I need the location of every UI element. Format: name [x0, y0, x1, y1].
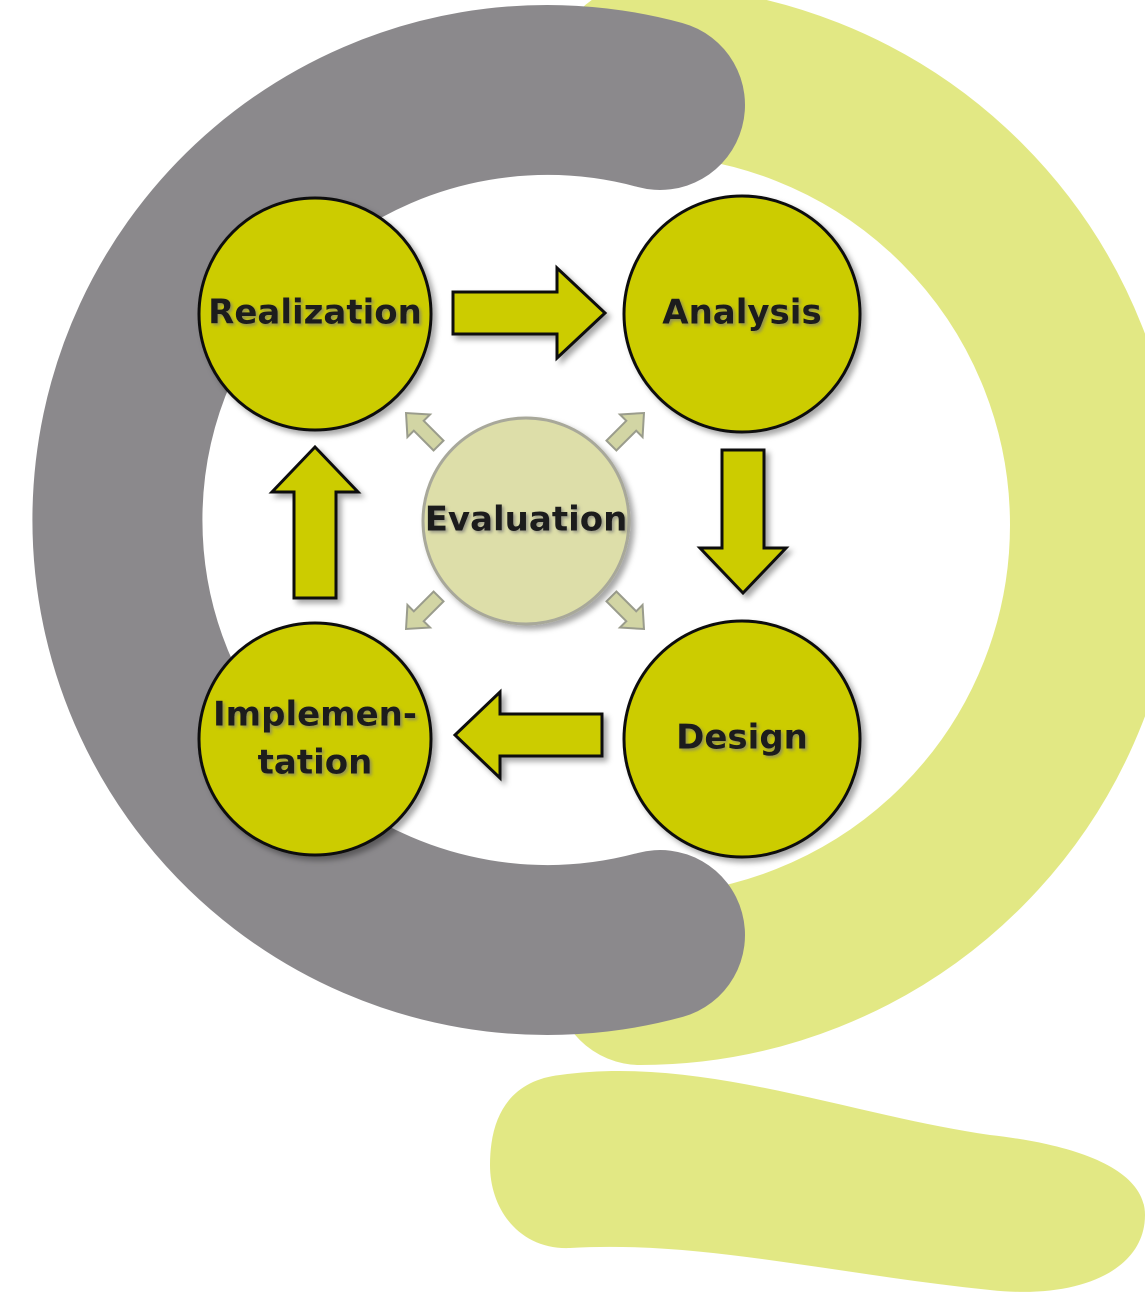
ring-light-arc [555, 0, 1145, 1065]
arrow-implementation-to-realization [268, 444, 362, 600]
node-implementation-label-line2: tation [258, 743, 373, 783]
node-evaluation: Evaluation [421, 416, 631, 626]
eval-arrow-to-implementation [404, 590, 445, 631]
node-analysis: Analysis [622, 194, 862, 434]
node-design: Design [622, 619, 862, 859]
process-arrows [268, 264, 790, 782]
node-design-label: Design [676, 718, 808, 758]
node-design-circle [622, 619, 862, 859]
arrow-design-to-implementation [452, 688, 604, 782]
node-analysis-label: Analysis [662, 293, 821, 333]
node-analysis-circle [622, 194, 862, 434]
eval-arrow-to-realization [404, 411, 445, 452]
arrow-analysis-to-design [696, 448, 790, 596]
node-realization-label: Realization [208, 293, 422, 333]
arrow-realization-to-analysis [451, 264, 608, 362]
node-realization: Realization [197, 196, 433, 432]
eval-arrow-to-design [605, 590, 646, 631]
node-implementation-circle [197, 621, 433, 857]
evaluation-arrows [404, 411, 646, 631]
node-implementation-label-line1: Implemen- [213, 695, 417, 735]
node-implementation: Implemen- tation [197, 621, 433, 857]
q-logo-background [32, 0, 1145, 1292]
node-evaluation-label: Evaluation [425, 500, 628, 540]
node-evaluation-circle [421, 416, 631, 626]
ring-gray-arc [32, 5, 745, 1035]
q-tail [490, 1070, 1145, 1292]
node-realization-circle [197, 196, 433, 432]
eval-arrow-to-analysis [605, 411, 646, 452]
